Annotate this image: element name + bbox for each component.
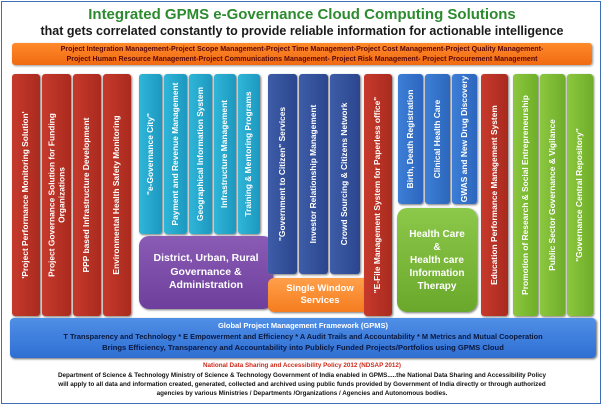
health-care-line-3: Health care xyxy=(410,254,464,266)
diagram-title: Integrated GPMS e-Governance Cloud Compu… xyxy=(88,6,516,23)
health-services-group: Birth, Death Registration Clinical Healt… xyxy=(398,74,477,204)
framework-tean-line: T Transparency and Technology * E Empowe… xyxy=(63,332,543,341)
health-care-line-4: Information xyxy=(409,267,465,279)
column-label: Project Governance Solution for Funding … xyxy=(45,113,66,277)
column-label: Promotion of Research & Social Entrepren… xyxy=(519,95,530,295)
diagram-subtitle: that gets correlated constantly to provi… xyxy=(40,24,564,38)
district-governance-box: District, Urban, Rural Governance & Admi… xyxy=(139,236,273,309)
column-label: Clinical Health Care xyxy=(431,99,442,179)
column-label: "Governance Central Repository" xyxy=(574,128,585,262)
gwas-drug-discovery-column: GWAS and New Drug Discovery xyxy=(452,74,477,204)
column-label: Investor Relationship Management xyxy=(307,104,318,244)
column-label: Training & Mentoring Programs xyxy=(243,91,254,217)
birth-death-registration-column: Birth, Death Registration xyxy=(398,74,423,204)
column-label: Birth, Death Registration xyxy=(404,89,415,189)
management-areas-line-1: Project Integration Management-Project S… xyxy=(60,45,544,53)
single-window-label: Single Window Services xyxy=(286,283,354,306)
infrastructure-management-column: Infrastructure Management xyxy=(214,74,236,234)
investor-relationship-column: Investor Relationship Management xyxy=(299,74,328,274)
e-governance-city-column: "e-Governance City" xyxy=(139,74,162,234)
column-label: "Government to Citizen" Services xyxy=(276,106,287,242)
column-label: Education Performance Management System xyxy=(488,105,499,285)
health-care-line-2: & xyxy=(433,241,441,253)
column-label: "e-Governance City" xyxy=(144,113,155,195)
column-label: Infrastructure Management xyxy=(219,100,230,208)
training-mentoring-column: Training & Mentoring Programs xyxy=(238,74,260,234)
research-entrepreneurship-column: Promotion of Research & Social Entrepren… xyxy=(513,74,538,316)
framework-benefit-line: Brings Efficiency, Transparency and Acco… xyxy=(102,343,504,352)
e-file-management-column: "E-File Management System for Paperless … xyxy=(364,74,392,316)
g2c-services-column: "Government to Citizen" Services xyxy=(268,74,297,274)
project-performance-monitoring-column: 'Project Performance Monitoring Solution… xyxy=(12,74,40,316)
governance-central-repository-column: "Governance Central Repository" xyxy=(567,74,593,316)
ndsap-policy-title: National Data Sharing and Accessibility … xyxy=(202,362,402,369)
single-window-box: Single Window Services xyxy=(268,278,372,312)
health-care-box: Health Care & Health care Information Th… xyxy=(397,208,477,312)
column-label: Payment and Revenue Management xyxy=(169,82,180,226)
gis-column: Geographical Information System xyxy=(189,74,212,234)
column-label: Geographical Information System xyxy=(194,86,205,222)
citizen-services-group: "Government to Citizen" Services Investo… xyxy=(268,74,360,274)
research-governance-group: Promotion of Research & Social Entrepren… xyxy=(513,74,593,316)
e-file-group: "E-File Management System for Paperless … xyxy=(364,74,392,316)
management-areas-line-2: Project Human Resource Management-Projec… xyxy=(66,55,538,63)
framework-title: Global Project Management Framework (GPM… xyxy=(217,321,389,330)
district-governance-label: District, Urban, Rural Governance & Admi… xyxy=(153,252,259,292)
project-governance-column: Project Governance Solution for Funding … xyxy=(42,74,71,316)
ppp-infrastructure-column: PPP based Infrastructure Development xyxy=(73,74,101,316)
column-label: PPP based Infrastructure Development xyxy=(81,117,92,273)
column-label: Crowd Sourcing & Citizens Network xyxy=(339,102,350,246)
payment-revenue-column: Payment and Revenue Management xyxy=(164,74,187,234)
footer-text-line-3: agencies by various Ministries / Departm… xyxy=(156,390,448,397)
column-label: GWAS and New Drug Discovery xyxy=(458,75,469,203)
column-label: "E-File Management System for Paperless … xyxy=(372,96,383,294)
project-solutions-group: 'Project Performance Monitoring Solution… xyxy=(12,74,131,316)
health-care-line-5: Therapy xyxy=(417,280,457,292)
e-governance-city-group: "e-Governance City" Payment and Revenue … xyxy=(139,74,260,234)
crowd-sourcing-column: Crowd Sourcing & Citizens Network xyxy=(330,74,360,274)
health-care-line-1: Health Care xyxy=(409,228,465,240)
gpms-framework-bar: Global Project Management Framework (GPM… xyxy=(10,318,596,358)
column-label: 'Project Performance Monitoring Solution… xyxy=(20,111,31,279)
footer-text-line-1: Department of Science & Technology Minis… xyxy=(58,372,546,379)
clinical-health-care-column: Clinical Health Care xyxy=(425,74,450,204)
column-label: Public Sector Governance & Vigilance xyxy=(546,119,557,271)
public-sector-governance-column: Public Sector Governance & Vigilance xyxy=(540,74,565,316)
education-group: Education Performance Management System xyxy=(481,74,508,316)
education-performance-column: Education Performance Management System xyxy=(481,74,508,316)
environmental-health-safety-column: Environmental Health Safety Monitoring xyxy=(103,74,131,316)
footer-text-line-2: will apply to all data and information c… xyxy=(58,381,546,388)
management-areas-banner: Project Integration Management-Project S… xyxy=(12,43,592,65)
column-label: Environmental Health Safety Monitoring xyxy=(111,115,122,275)
